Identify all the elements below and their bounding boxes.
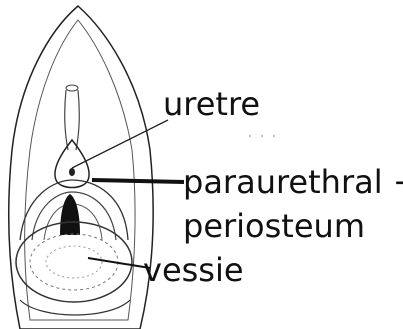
paraurethral-label: paraurethral + [183,164,403,200]
inner-outline [25,20,135,320]
teardrop-dot [69,168,75,176]
bladder-inner [30,234,118,290]
vessie-label: vessie [143,252,244,288]
faint-dot [249,135,251,137]
faint-dot [261,135,263,137]
vessie-leader-line [88,258,150,268]
uretre-leader-line [72,120,168,168]
outer-outline [9,6,153,329]
paraurethral-leader-line [92,180,184,182]
bladder-core [46,246,102,278]
faint-dot [273,135,275,137]
uretre-label: uretre [163,86,260,122]
urethra-opening [66,85,78,91]
periosteum-label: periosteum [183,208,365,244]
dark-opening [60,194,80,235]
